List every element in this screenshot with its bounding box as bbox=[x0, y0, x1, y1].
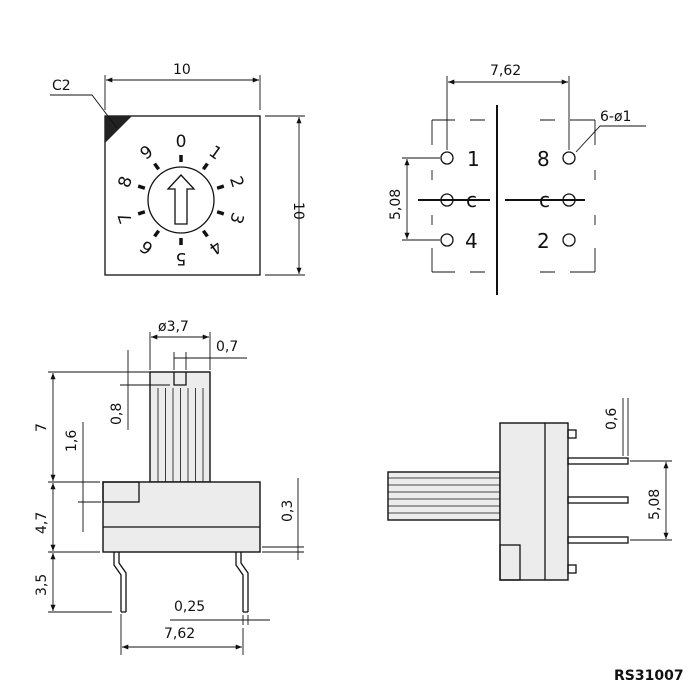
pin-label-4: 4 bbox=[465, 229, 478, 253]
shaft-knurl-lines bbox=[157, 388, 204, 482]
hole-pin-1 bbox=[440, 151, 454, 165]
dial-tick bbox=[216, 184, 225, 190]
switch-body bbox=[102, 481, 261, 553]
pin-label-1: 1 bbox=[467, 147, 480, 171]
dial-digit: 1 bbox=[205, 142, 226, 165]
end-body bbox=[499, 422, 569, 581]
front-width-label: 10 bbox=[173, 62, 191, 78]
dial-tick bbox=[153, 229, 161, 238]
dial-digit: 9 bbox=[137, 142, 158, 165]
dial-ticks bbox=[137, 155, 225, 245]
dial-digit: 3 bbox=[225, 210, 247, 226]
pin-pitch-x-label: 7,62 bbox=[490, 63, 521, 79]
end-view: 0,6 5,08 bbox=[387, 398, 672, 581]
front-height-label: 10 bbox=[290, 202, 306, 220]
pin-label-8: 8 bbox=[537, 147, 550, 171]
shaft-slot bbox=[173, 372, 187, 386]
hole-pin-8 bbox=[562, 151, 576, 165]
dial-tick bbox=[201, 162, 209, 171]
dial-digit: 0 bbox=[176, 132, 187, 152]
dial-digit: 8 bbox=[115, 174, 137, 190]
dial-digit: 4 bbox=[205, 236, 226, 259]
pin-outline-corners bbox=[431, 119, 596, 273]
pin-right bbox=[235, 552, 249, 613]
pin-thickness-label: 0,25 bbox=[174, 599, 205, 615]
pin-layout-view: 1 c 4 8 c 2 7,62 5,08 6-ø1 bbox=[388, 63, 646, 295]
part-number: RS31007 bbox=[614, 668, 684, 684]
end-shaft bbox=[387, 471, 501, 521]
dial-tick bbox=[216, 210, 225, 216]
dial-knob bbox=[147, 166, 215, 234]
dial-digit: 7 bbox=[115, 210, 137, 226]
hole-pin-4 bbox=[440, 233, 454, 247]
end-pin-top bbox=[567, 457, 629, 465]
hole-pin-c-left bbox=[440, 193, 454, 207]
hole-pin-c-right bbox=[562, 193, 576, 207]
hole-spec-label: 6-ø1 bbox=[600, 109, 631, 125]
end-pin-stub-top bbox=[567, 429, 577, 439]
chamfer-label: C2 bbox=[52, 78, 71, 94]
step-height-label: 1,6 bbox=[64, 430, 80, 452]
pin-label-c-left: c bbox=[466, 188, 477, 212]
chamfer-leader bbox=[50, 94, 118, 129]
pin-label-c-right: c bbox=[539, 188, 550, 212]
hole-pin-2 bbox=[562, 233, 576, 247]
dial-tick bbox=[137, 184, 146, 190]
dial-digit: 2 bbox=[225, 174, 247, 190]
end-pin-bottom bbox=[567, 536, 629, 544]
body-height-label: 4,7 bbox=[34, 512, 50, 534]
shaft bbox=[149, 371, 211, 483]
shaft-height-label: 7 bbox=[34, 423, 50, 432]
hole-spec-leader bbox=[575, 125, 646, 153]
body-step bbox=[102, 481, 140, 503]
pin-length-label: 3,5 bbox=[34, 574, 50, 596]
dial-tick bbox=[137, 210, 146, 216]
front-body-outline bbox=[104, 115, 261, 276]
standoff-label: 0,3 bbox=[280, 500, 296, 522]
end-pin-pitch-label: 5,08 bbox=[647, 489, 663, 520]
end-pin-mid bbox=[567, 496, 629, 504]
pin-label-2: 2 bbox=[537, 229, 550, 253]
end-shaft-lines bbox=[388, 477, 500, 514]
dial-digit: 5 bbox=[176, 248, 187, 268]
chamfer-corner bbox=[105, 116, 132, 143]
side-view: ø3,7 0,7 0,8 7 1,6 4,7 3,5 0,3 bbox=[34, 319, 304, 655]
dial-tick bbox=[201, 229, 209, 238]
end-body-step bbox=[499, 544, 521, 581]
end-pin-stub-bottom bbox=[567, 564, 577, 574]
pin-pitch-label: 7,62 bbox=[164, 626, 195, 642]
slot-width-label: 0,7 bbox=[216, 339, 238, 355]
pin-pitch-y-label: 5,08 bbox=[388, 189, 404, 220]
dial-tick bbox=[153, 162, 161, 171]
slot-depth-label: 0,8 bbox=[109, 403, 125, 425]
dial-digit: 6 bbox=[137, 236, 158, 259]
end-pin-width-label: 0,6 bbox=[604, 408, 620, 430]
arrow-indicator-icon bbox=[166, 174, 196, 225]
pin-left bbox=[113, 552, 127, 613]
shaft-diameter-label: ø3,7 bbox=[158, 319, 189, 335]
